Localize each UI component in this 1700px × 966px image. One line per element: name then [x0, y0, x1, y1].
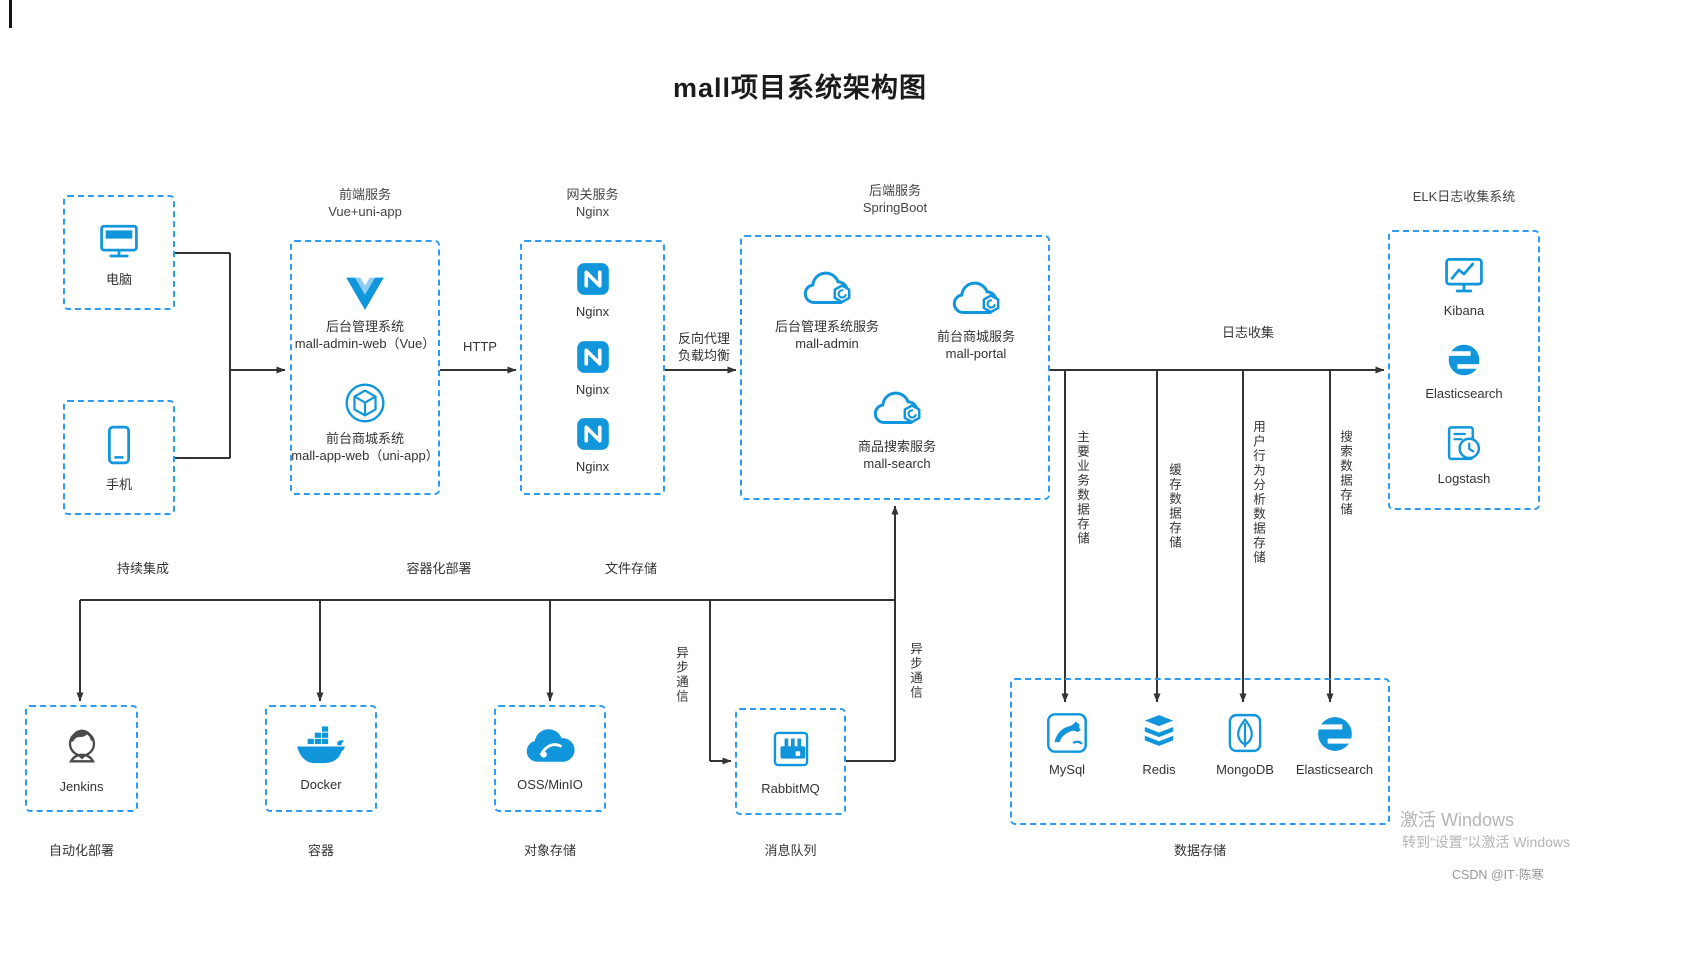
spring-cloud-icon [949, 279, 1003, 323]
spring-cloud-icon [870, 389, 924, 433]
gateway-group-box: Nginx Nginx Nginx [520, 240, 665, 495]
edge-label-user-behavior-data: 用户行为分析数据存储 [1251, 420, 1265, 565]
redis-icon [1137, 710, 1181, 756]
gateway-group-label: 网关服务 Nginx [566, 187, 619, 219]
edge-label-search-data: 搜索数据存储 [1338, 430, 1352, 517]
computer-node: 电脑 [63, 195, 175, 310]
mongodb-icon [1223, 710, 1267, 756]
frontend-item-app-web: 前台商城系统 mall-app-web（uni-app） [291, 381, 439, 464]
docker-icon [294, 725, 348, 767]
docker-node: Docker [265, 705, 377, 812]
edge-label-http: HTTP [463, 339, 497, 354]
computer-label: 电脑 [105, 271, 132, 287]
edge-label-cache-data: 缓存数据存储 [1167, 463, 1181, 550]
logstash-icon [1443, 423, 1485, 465]
datastore-item-redis: Redis [1114, 710, 1204, 778]
phone-node: 手机 [63, 400, 175, 515]
oss-minio-node: OSS/MinIO [494, 705, 606, 812]
jenkins-caption: 自动化部署 [48, 843, 114, 858]
edge-label-async-left: 异步通信 [674, 646, 688, 704]
backend-item-mall-portal: 前台商城服务 mall-portal [910, 279, 1042, 362]
datastore-group-box: MySql Redis MongoDB Elasticsearch [1010, 678, 1390, 825]
activate-windows-watermark: 激活 Windows [1400, 810, 1515, 830]
mysql-icon [1044, 710, 1090, 756]
backend-group-label: 后端服务 SpringBoot [862, 183, 928, 215]
edge-label-continuous-integration: 持续集成 [116, 561, 169, 576]
edge-label-main-business-data: 主要业务数据存储 [1075, 430, 1089, 546]
csdn-credit: CSDN @IT·陈寒 [1452, 868, 1544, 882]
vue-icon [344, 271, 386, 313]
datastore-item-elasticsearch: Elasticsearch [1287, 712, 1382, 778]
nginx-icon [574, 260, 612, 298]
rabbitmq-icon [769, 727, 813, 771]
nginx-node-2: Nginx [574, 338, 612, 398]
frontend-group-box: 后台管理系统 mall-admin-web（Vue） 前台商城系统 mall-a… [290, 240, 440, 495]
edge-label-file-storage: 文件存储 [604, 561, 657, 576]
elk-item-elasticsearch: Elasticsearch [1425, 340, 1503, 402]
backend-group-box: 后台管理系统服务 mall-admin 前台商城服务 mall-portal 商… [740, 235, 1050, 500]
elk-item-kibana: Kibana [1442, 253, 1486, 319]
nginx-node-1: Nginx [574, 260, 612, 320]
nginx-icon [574, 338, 612, 376]
elk-group-label: ELK日志收集系统 [1412, 189, 1516, 204]
spring-cloud-icon [800, 269, 854, 313]
jenkins-node: Jenkins [25, 705, 138, 812]
uniapp-icon [343, 381, 387, 425]
jenkins-icon [59, 723, 105, 769]
frontend-group-label: 前端服务 Vue+uni-app [328, 187, 402, 219]
kibana-icon [1442, 253, 1486, 297]
oss-minio-caption: 对象存储 [523, 843, 576, 858]
docker-caption: 容器 [307, 843, 334, 858]
nginx-icon [574, 415, 612, 453]
smartphone-icon [97, 423, 141, 467]
monitor-icon [96, 218, 142, 262]
elk-item-logstash: Logstash [1438, 423, 1490, 487]
backend-item-mall-search: 商品搜索服务 mall-search [827, 389, 967, 472]
frontend-item-admin-web: 后台管理系统 mall-admin-web（Vue） [295, 271, 435, 352]
backend-item-mall-admin: 后台管理系统服务 mall-admin [752, 269, 902, 352]
activate-windows-hint: 转到“设置”以激活 Windows [1402, 834, 1571, 850]
edge-label-containerized-deployment: 容器化部署 [406, 561, 472, 576]
elasticsearch-icon [1444, 340, 1484, 380]
datastore-item-mongodb: MongoDB [1200, 710, 1290, 778]
elk-group-box: Kibana Elasticsearch Logstash [1388, 230, 1540, 510]
phone-label: 手机 [105, 476, 132, 492]
edge-label-reverse-proxy: 反向代理 负载均衡 [677, 331, 730, 363]
diagram-title: mall项目系统架构图 [672, 73, 928, 103]
rabbitmq-caption: 消息队列 [764, 843, 817, 858]
nginx-node-3: Nginx [574, 415, 612, 475]
rabbitmq-node: RabbitMQ [735, 708, 846, 815]
cloud-storage-icon [523, 725, 577, 767]
datastore-item-mysql: MySql [1022, 710, 1112, 778]
screen-edge-artifact [9, 0, 12, 28]
datastore-caption: 数据存储 [1173, 843, 1226, 858]
edge-label-log-collection: 日志收集 [1221, 325, 1274, 340]
elasticsearch-icon [1313, 712, 1357, 756]
edge-label-async-right: 异步通信 [908, 642, 922, 700]
